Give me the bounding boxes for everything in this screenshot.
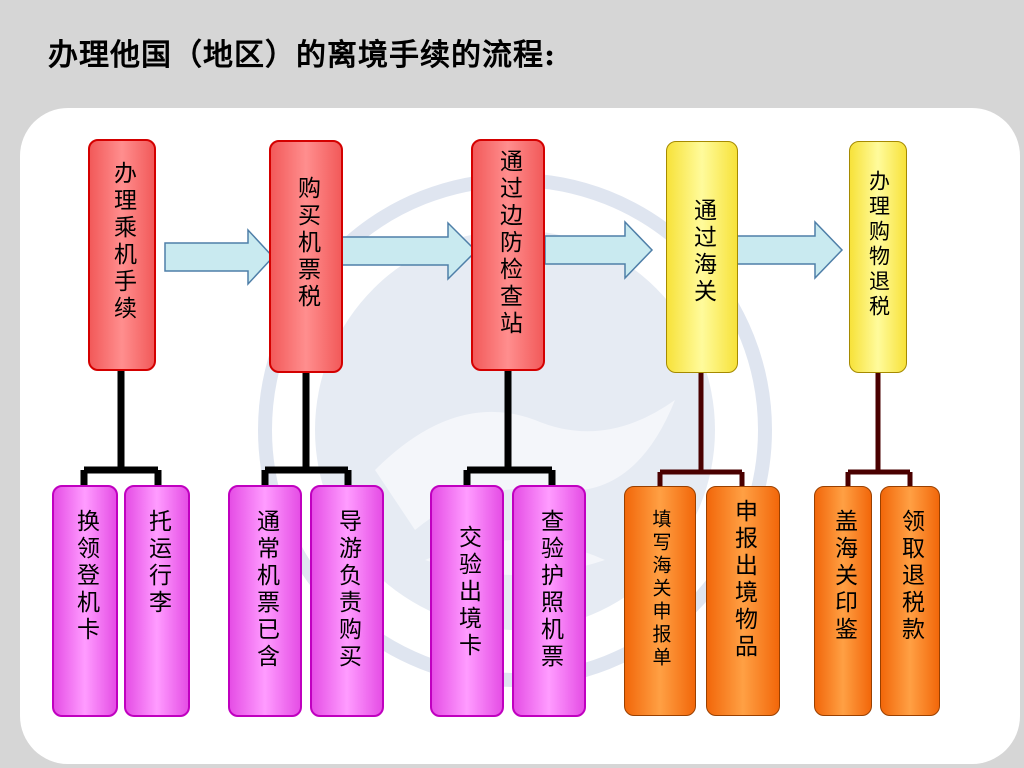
flow-arrow: [164, 228, 275, 286]
step-box-border-check: 通过边防检查站: [471, 139, 545, 371]
connector-line: [845, 372, 913, 487]
substep-box: 申报出境物品: [706, 486, 780, 716]
substep-label: 通常机票已含: [252, 509, 279, 671]
page-title: 办理他国（地区）的离境手续的流程:: [48, 38, 557, 73]
step-label: 购买机票税: [293, 176, 320, 311]
step-box-tax-refund: 办理购物退税: [849, 141, 907, 373]
substep-box: 查验护照机票: [512, 485, 586, 717]
substep-box: 通常机票已含: [228, 485, 302, 717]
step-box-airport-tax: 购买机票税: [269, 140, 343, 373]
substep-box: 领取退税款: [880, 486, 940, 716]
substep-label: 导游负责购买: [334, 509, 361, 671]
substep-label: 交验出境卡: [454, 525, 481, 660]
substep-box: 盖海关印鉴: [814, 486, 872, 716]
connector-line: [80, 370, 162, 486]
connector-line: [463, 370, 556, 486]
substep-box: 交验出境卡: [430, 485, 504, 717]
substep-label: 换领登机卡: [72, 509, 99, 644]
connector-line: [657, 372, 745, 487]
substep-label: 填写海关申报单: [649, 509, 672, 670]
flow-arrow: [732, 220, 844, 280]
flow-arrow: [341, 221, 478, 281]
substep-box: 托运行李: [124, 485, 190, 717]
substep-box: 填写海关申报单: [624, 486, 696, 716]
step-box-customs: 通过海关: [666, 141, 738, 373]
flow-arrow: [544, 220, 654, 280]
step-label: 办理购物退税: [866, 170, 891, 320]
step-box-checkin: 办理乘机手续: [88, 139, 156, 371]
substep-label: 申报出境物品: [730, 499, 757, 661]
substep-label: 查验护照机票: [536, 509, 563, 671]
step-label: 通过海关: [689, 198, 716, 306]
substep-label: 盖海关印鉴: [830, 509, 857, 644]
step-label: 通过边防检查站: [495, 149, 522, 338]
step-label: 办理乘机手续: [109, 161, 136, 323]
substep-label: 领取退税款: [897, 509, 924, 644]
connector-line: [261, 372, 352, 486]
substep-label: 托运行李: [144, 509, 171, 617]
substep-box: 换领登机卡: [52, 485, 118, 717]
substep-box: 导游负责购买: [310, 485, 384, 717]
